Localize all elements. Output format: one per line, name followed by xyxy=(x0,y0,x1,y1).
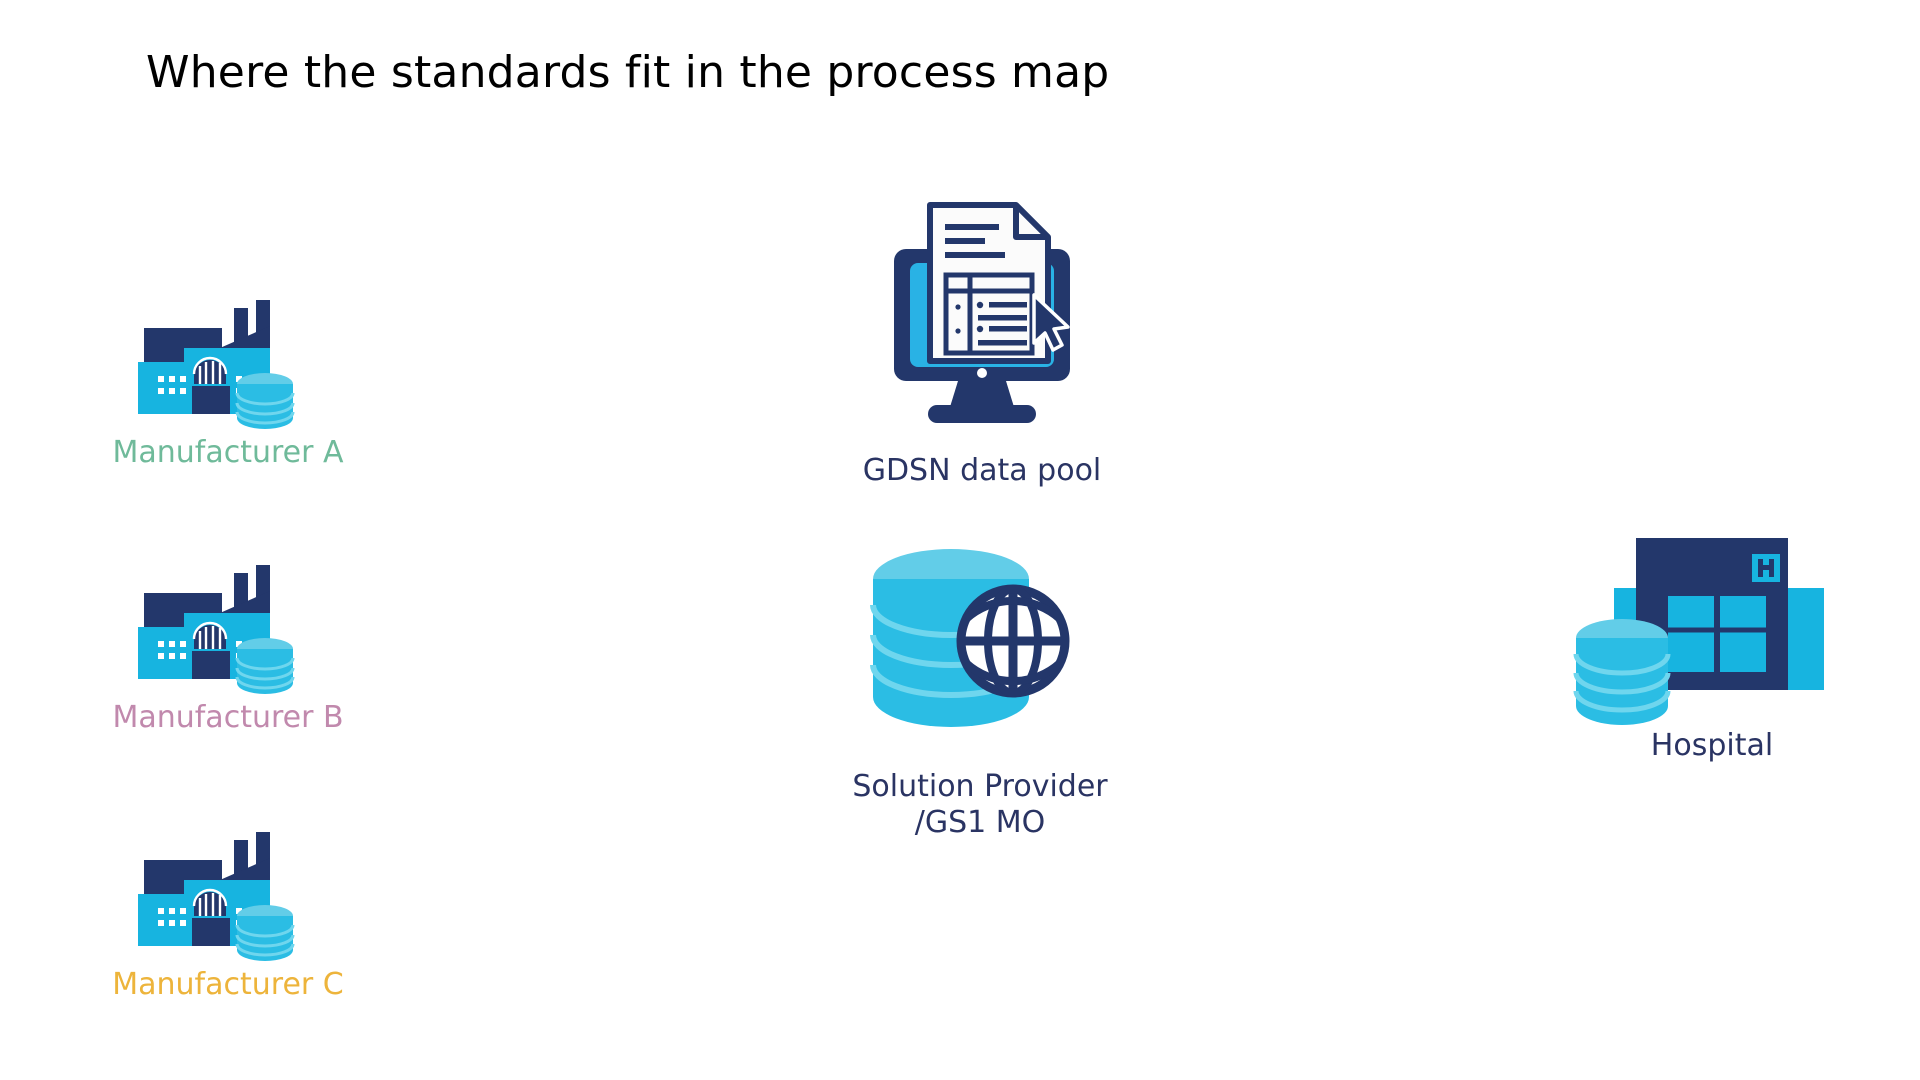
node-label-gdsn-data-pool: GDSN data pool xyxy=(862,453,1102,488)
node-label-manufacturer-a: Manufacturer A xyxy=(112,435,344,470)
monitor-document-icon xyxy=(882,195,1082,433)
node-manufacturer-b[interactable]: Manufacturer B xyxy=(78,565,378,736)
node-label-solution-provider: Solution Provider /GS1 MO xyxy=(852,769,1108,840)
factory-database-icon xyxy=(128,300,328,429)
node-manufacturer-a[interactable]: Manufacturer A xyxy=(78,300,378,471)
node-label-hospital: Hospital xyxy=(1650,728,1774,763)
node-label-manufacturer-c: Manufacturer C xyxy=(112,967,344,1002)
database-globe-icon xyxy=(865,545,1095,745)
node-label-manufacturer-b: Manufacturer B xyxy=(112,700,344,735)
node-manufacturer-c[interactable]: Manufacturer C xyxy=(78,832,378,1003)
node-solution-provider[interactable]: Solution Provider /GS1 MO xyxy=(800,545,1160,841)
node-gdsn-data-pool[interactable]: GDSN data pool xyxy=(812,195,1152,489)
page-title: Where the standards fit in the process m… xyxy=(146,47,1110,98)
node-hospital[interactable]: Hospital xyxy=(1552,530,1872,764)
factory-database-icon xyxy=(128,565,328,694)
hospital-database-icon xyxy=(1572,530,1852,730)
factory-database-icon xyxy=(128,832,328,961)
